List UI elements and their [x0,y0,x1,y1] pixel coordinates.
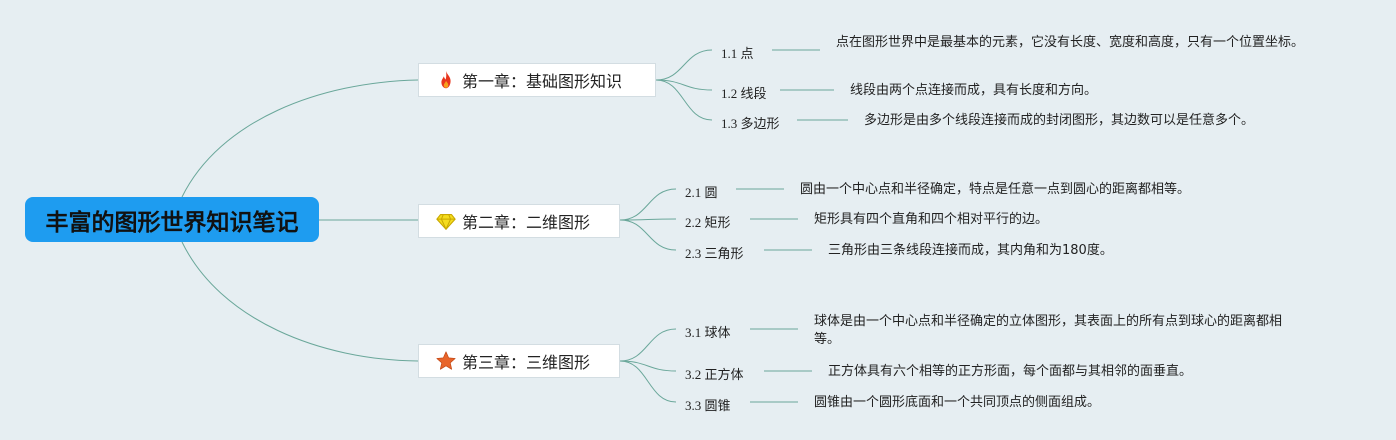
topic-label-2-1[interactable]: 2.1 圆 [685,185,718,200]
chapter-node-3[interactable]: 第三章：三维图形 [418,344,620,378]
chapter-title-2: 第二章：二维图形 [462,213,591,232]
chapter-title-3: 第三章：三维图形 [462,353,591,372]
topic-label-2-2[interactable]: 2.2 矩形 [685,215,731,230]
connector-ch1-topic2 [655,79,713,91]
topic-desc-1-3: 多边形是由多个线段连接而成的封闭图形，其边数可以是任意多个。 [864,113,1255,128]
topic-desc-3-1: 球体是由一个中心点和半径确定的立体图形，其表面上的所有点到球心的距离都相等。 [814,314,1283,347]
root-title: 丰富的图形世界知识笔记 [45,209,299,236]
topic-label-1-3[interactable]: 1.3 多边形 [721,116,780,131]
connector-ch2-topic3 [619,219,677,251]
root-node[interactable]: 丰富的图形世界知识笔记 [25,197,319,242]
topic-label-3-3[interactable]: 3.3 圆锥 [685,398,731,413]
connector-ch2-topic1 [619,188,677,221]
topic-label-2-3[interactable]: 2.3 三角形 [685,246,744,261]
topic-label-1-1[interactable]: 1.1 点 [721,46,754,61]
diamond-icon [436,214,456,230]
connector-ch3-topic1 [619,328,677,362]
topic-desc-1-2: 线段由两个点连接而成，具有长度和方向。 [850,83,1098,98]
topic-desc-3-2: 正方体具有六个相等的正方形面，每个面都与其相邻的面垂直。 [828,364,1193,379]
topic-desc-2-1: 圆由一个中心点和半径确定，特点是任意一点到圆心的距离都相等。 [800,182,1191,197]
topic-desc-1-1: 点在图形世界中是最基本的元素，它没有长度、宽度和高度，只有一个位置坐标。 [836,35,1305,50]
connector-ch3-topic2 [619,360,677,372]
topic-label-1-2[interactable]: 1.2 线段 [721,86,767,101]
topic-label-3-1[interactable]: 3.1 球体 [685,325,731,340]
topic-label-3-2[interactable]: 3.2 正方体 [685,367,744,382]
connector-ch1-topic3 [655,79,713,121]
connector-ch2-topic2 [619,218,677,221]
connector-root-ch1 [181,79,419,198]
chapter-node-1[interactable]: 第一章：基础图形知识 [418,63,656,97]
chapter-title-1: 第一章：基础图形知识 [462,72,623,91]
connector-root-ch3 [181,241,419,362]
connector-ch3-topic3 [619,360,677,403]
topic-desc-2-3: 三角形由三条线段连接而成，其内角和为180度。 [828,243,1113,258]
topic-desc-3-3: 圆锥由一个圆形底面和一个共同顶点的侧面组成。 [814,395,1101,410]
chapter-node-2[interactable]: 第二章：二维图形 [418,204,620,238]
star-icon [436,351,456,370]
connector-ch1-topic1 [655,49,713,81]
fire-icon [441,70,451,89]
topic-desc-2-2: 矩形具有四个直角和四个相对平行的边。 [814,212,1049,227]
